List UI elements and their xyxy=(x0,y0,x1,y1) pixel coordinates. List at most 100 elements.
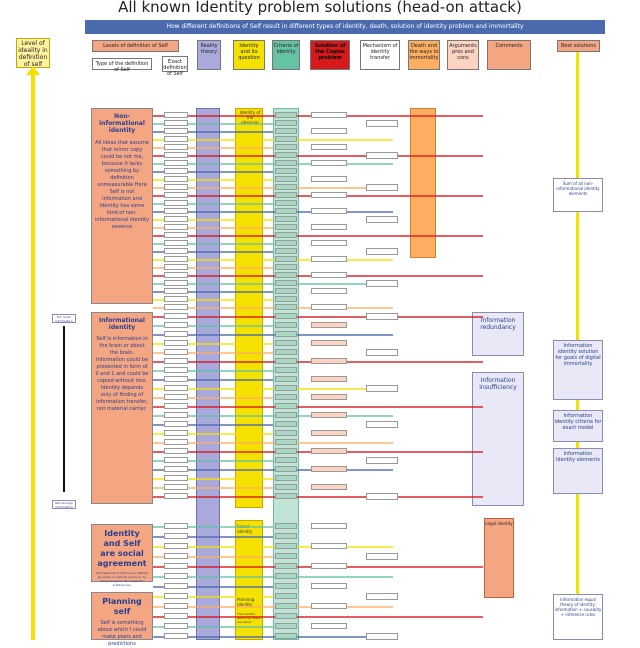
connector-line xyxy=(153,163,393,165)
definition-cell xyxy=(164,176,188,182)
connector-line xyxy=(153,352,273,354)
connector-line xyxy=(153,343,273,345)
criteria-cell xyxy=(275,603,297,609)
ideality-axis-arrowhead xyxy=(26,66,40,75)
copies-cell xyxy=(311,603,347,609)
header-identity-transfer: Mechanism of identity transfer xyxy=(360,40,400,70)
criteria-cell xyxy=(275,322,297,328)
subheader-exact-definition: Exact definition of Self xyxy=(162,56,188,77)
connector-line xyxy=(153,626,273,628)
criteria-cell xyxy=(275,430,297,436)
criteria-cell xyxy=(275,358,297,364)
copies-cell xyxy=(311,144,347,150)
criteria-cell xyxy=(275,633,297,639)
criteria-cell xyxy=(275,484,297,490)
connector-line xyxy=(153,283,393,285)
definition-cell xyxy=(164,322,188,328)
connector-line xyxy=(153,187,393,189)
copies-cell xyxy=(311,256,347,262)
connector-line xyxy=(153,259,393,261)
header-comments: Comments xyxy=(487,40,531,70)
criteria-cell xyxy=(275,623,297,629)
copies-cell xyxy=(311,376,347,382)
connector-line xyxy=(153,487,273,489)
connector-line xyxy=(153,325,273,327)
criteria-cell xyxy=(275,240,297,246)
copies-cell xyxy=(311,394,347,400)
criteria-cell xyxy=(275,192,297,198)
transfer-cell xyxy=(366,633,398,640)
criteria-cell xyxy=(275,296,297,302)
criteria-cell xyxy=(275,272,297,278)
criteria-cell xyxy=(275,553,297,559)
criteria-cell xyxy=(275,120,297,126)
header-death: Death and the ways to immortality xyxy=(408,40,440,70)
definition-cell xyxy=(164,240,188,246)
criteria-cell xyxy=(275,403,297,409)
connector-line xyxy=(153,496,483,498)
connector-line xyxy=(153,442,393,444)
connector-line xyxy=(153,433,273,435)
connector-line xyxy=(153,155,483,157)
copies-cell xyxy=(311,523,347,529)
header-copies-problem: Solution of the Copies problem xyxy=(310,40,350,70)
best-solution-digital-immortality: Information identity solution for goals … xyxy=(553,340,603,400)
definition-cell xyxy=(164,136,188,142)
header-criteria: Criteria of identity xyxy=(272,40,300,70)
copies-cell xyxy=(311,484,347,490)
definition-cell xyxy=(164,224,188,230)
definition-cell xyxy=(164,613,188,619)
criteria-cell xyxy=(275,448,297,454)
criteria-cell xyxy=(275,593,297,599)
header-best-solutions: Best solutions xyxy=(557,40,600,52)
copies-cell xyxy=(311,224,347,230)
transfer-cell xyxy=(366,152,398,159)
connector-line xyxy=(153,586,273,588)
identity-column-spine-lower xyxy=(235,520,263,640)
criteria-cell xyxy=(275,136,297,142)
copies-cell xyxy=(311,272,347,278)
copies-cell xyxy=(311,304,347,310)
definition-cell xyxy=(164,296,188,302)
connector-line xyxy=(153,171,273,173)
definition-cell xyxy=(164,208,188,214)
best-solution-elements: Information identity elements xyxy=(553,448,603,494)
criteria-cell xyxy=(275,421,297,427)
definition-cell xyxy=(164,493,188,499)
criteria-cell xyxy=(275,583,297,589)
definition-cell xyxy=(164,583,188,589)
connector-line xyxy=(153,334,393,336)
copies-cell xyxy=(311,358,347,364)
definition-cell xyxy=(164,623,188,629)
criteria-cell xyxy=(275,224,297,230)
connector-line xyxy=(153,219,273,221)
definition-cell xyxy=(164,523,188,529)
connector-line xyxy=(153,179,273,181)
ideality-axis-label: Level of ideality in definition of self xyxy=(16,38,50,68)
definition-cell xyxy=(164,466,188,472)
connector-line xyxy=(153,291,273,293)
connector-line xyxy=(153,406,483,408)
criteria-cell xyxy=(275,176,297,182)
connector-line xyxy=(153,203,273,205)
section-title: Informational identity xyxy=(99,317,145,331)
section-planning-self: Planning self Self is something about wh… xyxy=(91,592,153,647)
criteria-cell xyxy=(275,208,297,214)
transfer-cell xyxy=(366,248,398,255)
copies-cell xyxy=(311,563,347,569)
identity-observer-note: Identity of the observer xyxy=(239,110,261,125)
definition-cell xyxy=(164,313,188,319)
definition-cell xyxy=(164,573,188,579)
criteria-cell xyxy=(275,304,297,310)
definition-cell xyxy=(164,248,188,254)
criteria-cell xyxy=(275,288,297,294)
definition-cell xyxy=(164,603,188,609)
definition-cell xyxy=(164,144,188,150)
criteria-cell xyxy=(275,533,297,539)
copies-cell xyxy=(311,412,347,418)
transfer-cell xyxy=(366,593,398,600)
transfer-cell xyxy=(366,457,398,464)
copies-cell xyxy=(311,208,347,214)
definition-cell xyxy=(164,192,188,198)
connector-line xyxy=(153,576,393,578)
